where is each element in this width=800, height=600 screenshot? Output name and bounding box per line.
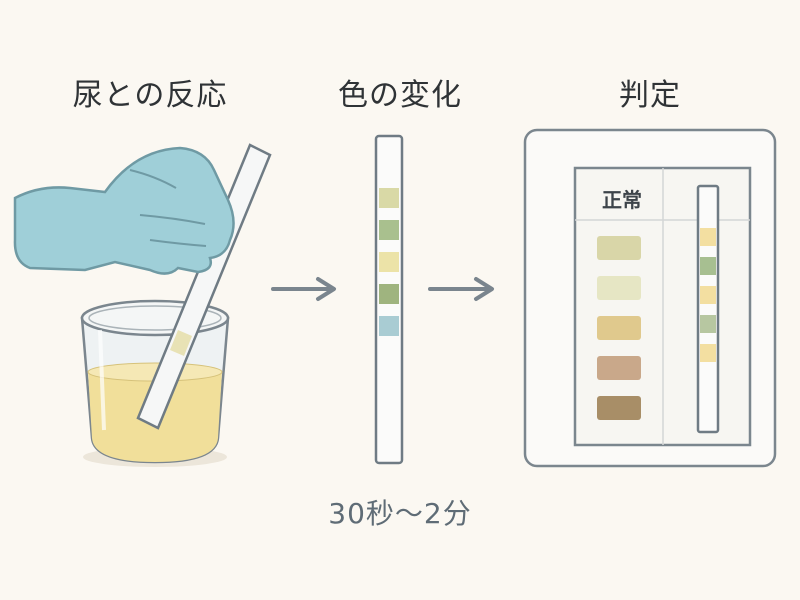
step-title-color-change: 色の変化: [338, 78, 462, 113]
strip-pad: [379, 316, 399, 336]
reference-swatch: [597, 316, 641, 340]
test-strip-changed: [374, 134, 404, 465]
judged-strip-pad: [700, 286, 716, 304]
gloved-hand: [13, 146, 235, 275]
arrow-right-2: [428, 277, 494, 301]
judged-strip-pad: [700, 228, 716, 246]
reference-swatch: [597, 276, 641, 300]
judgement-panel: [523, 128, 777, 468]
duration-label: 30秒〜2分: [328, 497, 472, 530]
strip-pad: [379, 188, 399, 208]
reference-swatch: [597, 236, 641, 260]
judged-strip-pad: [700, 344, 716, 362]
judged-strip-pad: [700, 315, 716, 333]
step-title-judgement: 判定: [619, 78, 681, 113]
strip-pad: [379, 284, 399, 304]
arrow-right-1: [271, 277, 336, 301]
test-strip-dipped: [136, 143, 272, 430]
strip-pad: [379, 252, 399, 272]
step-title-reaction: 尿との反応: [72, 78, 228, 113]
reference-swatch: [597, 356, 641, 380]
reference-chart-header: 正常: [602, 188, 642, 212]
judged-strip-pad: [700, 257, 716, 275]
reference-swatch: [597, 396, 641, 420]
strip-pad: [379, 220, 399, 240]
